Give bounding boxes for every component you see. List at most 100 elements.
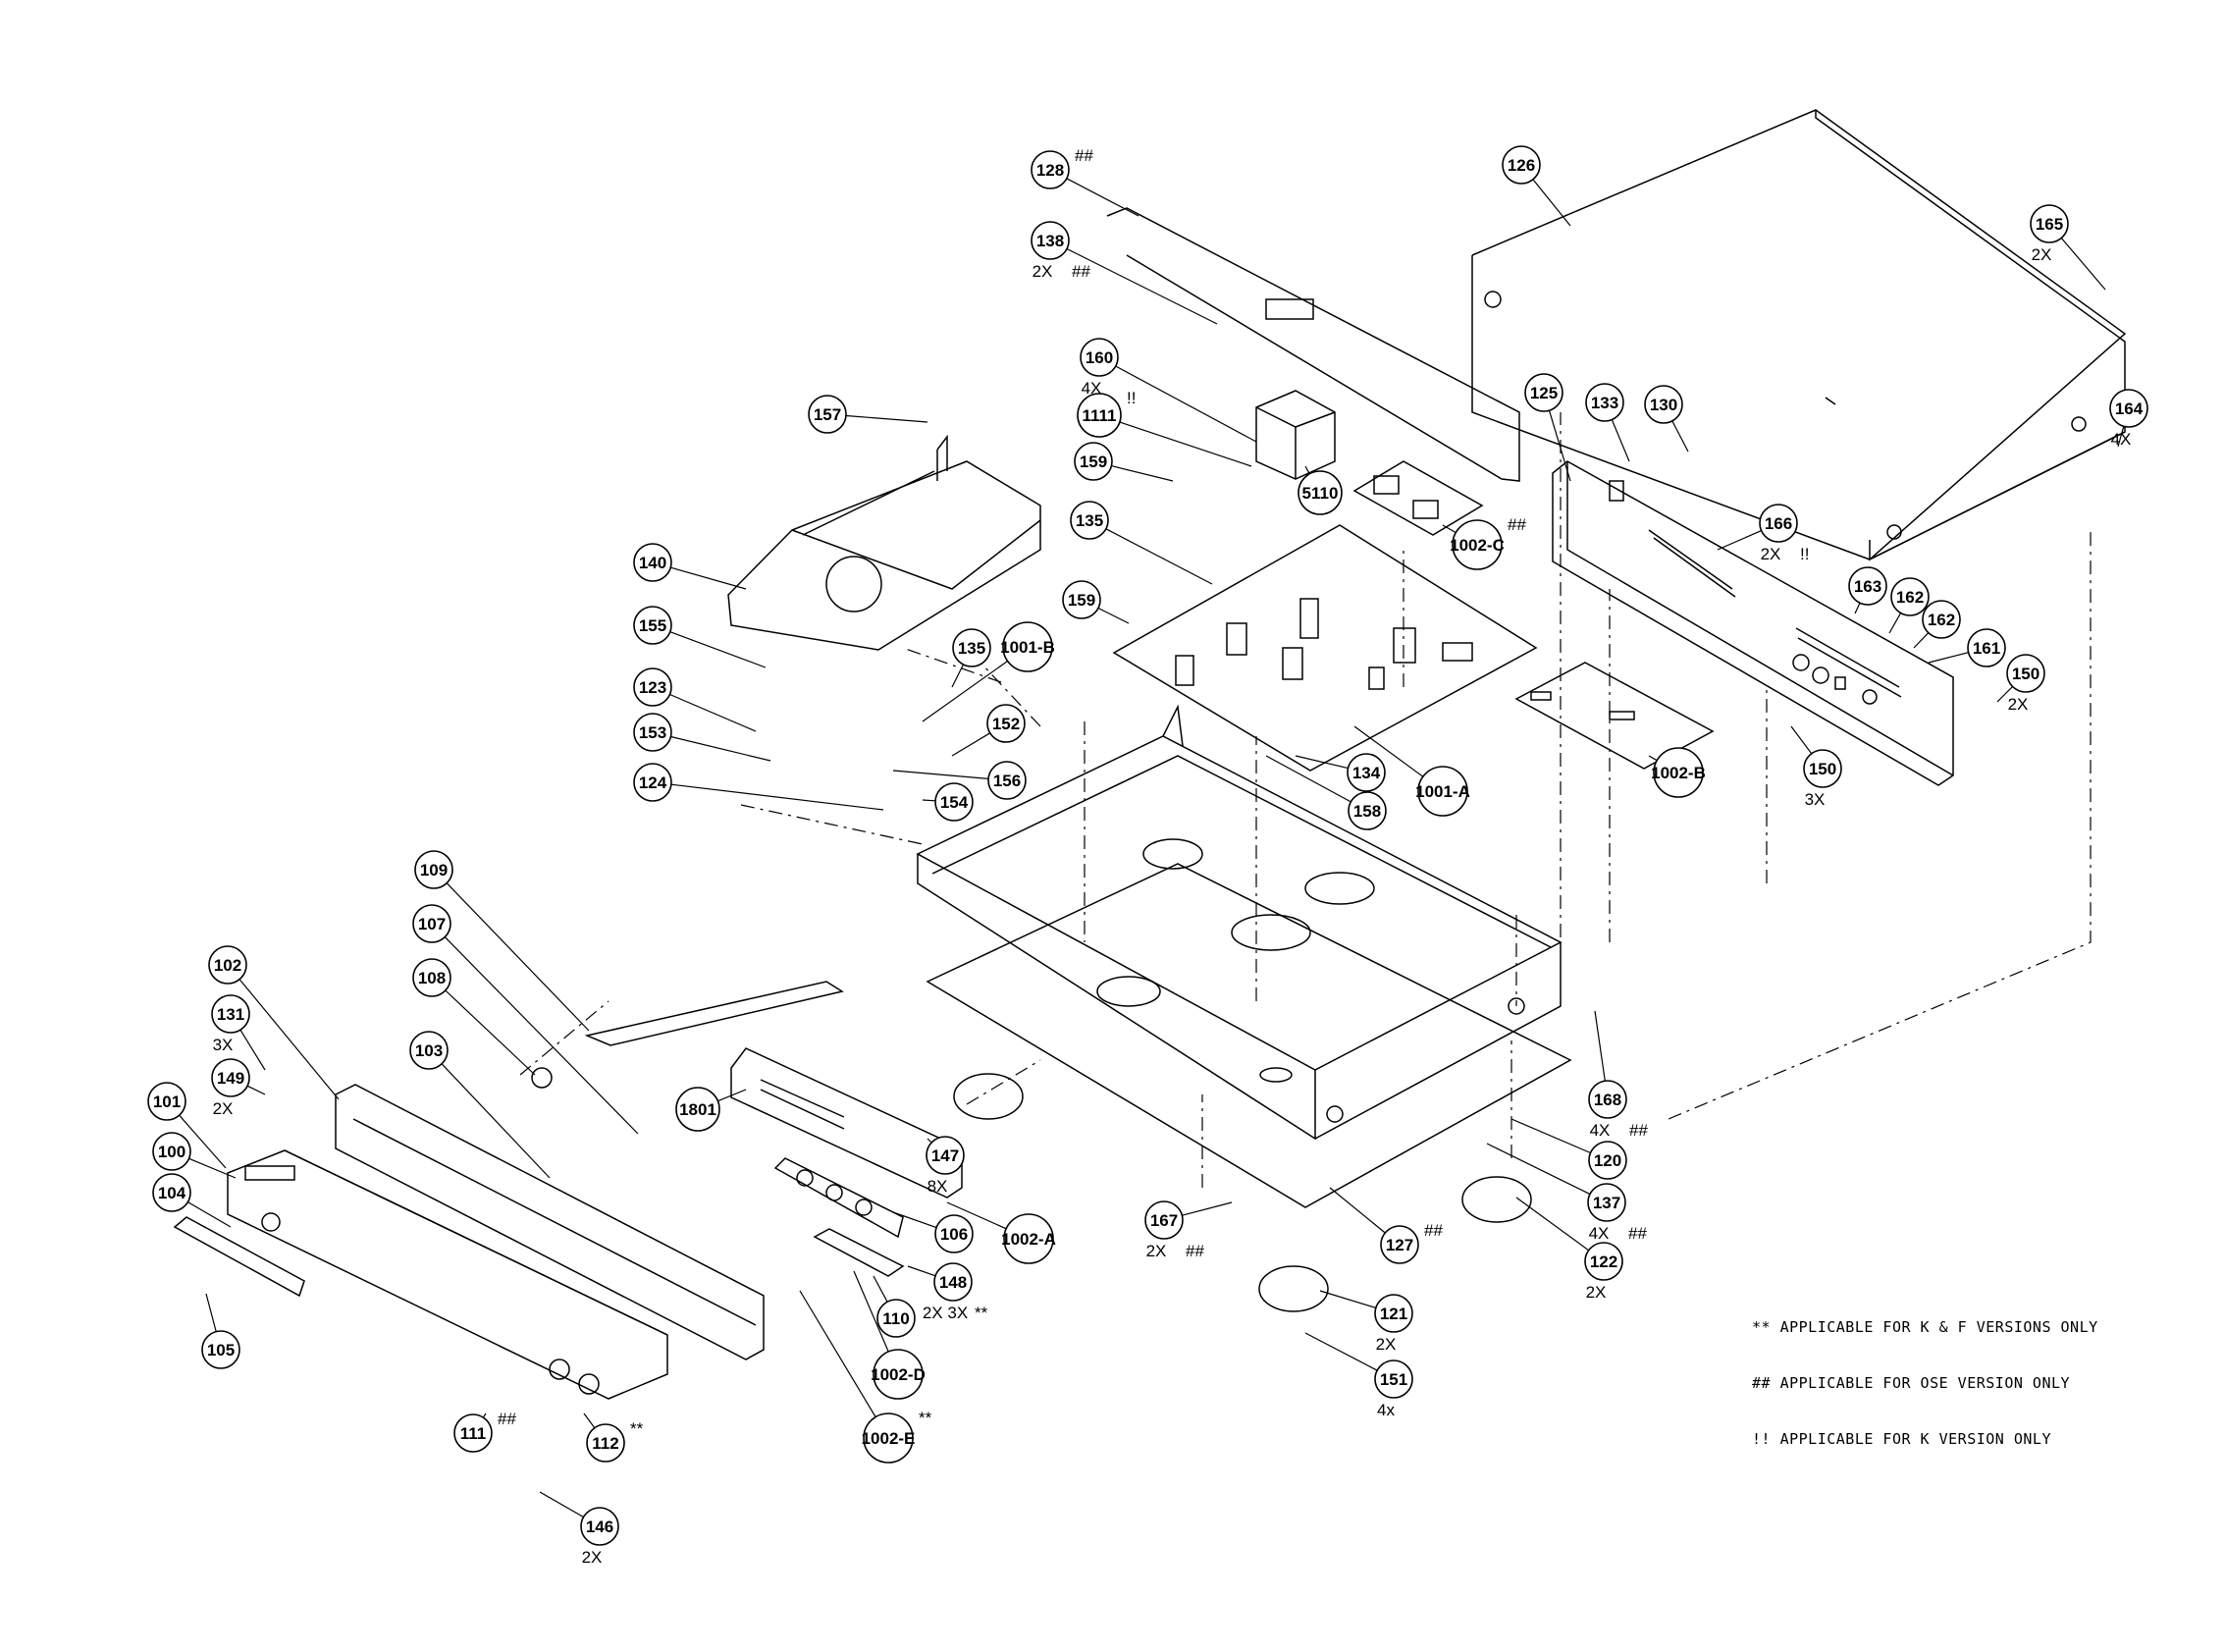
callout-106: 106 <box>892 1211 974 1253</box>
callout-1002-C: 1002-C## <box>1442 515 1526 570</box>
callout-108: 108 <box>412 958 536 1076</box>
part-number: 1002-E <box>862 1429 916 1448</box>
callout-circle <box>633 543 672 582</box>
callout-111: 111## <box>453 1410 516 1453</box>
leader-line <box>1913 632 1930 649</box>
part-number: 158 <box>1353 802 1381 821</box>
callout-circle <box>876 1299 916 1338</box>
part-number: 121 <box>1380 1305 1407 1323</box>
callout-circle <box>453 1413 493 1453</box>
callout-circle <box>1890 577 1930 616</box>
part-number: 1002-A <box>1001 1230 1056 1249</box>
legend: ** APPLICABLE FOR K & F VERSIONS ONLY ##… <box>1752 1281 2098 1486</box>
leader-line <box>583 1412 596 1429</box>
part-number: 106 <box>940 1225 968 1244</box>
leader-line <box>951 732 991 757</box>
pcb-1002-a <box>773 1157 904 1239</box>
version-note: ## <box>1628 1224 1647 1243</box>
leader-line <box>2117 426 2125 448</box>
callout-153: 153 <box>633 713 771 762</box>
callout-circle <box>208 945 247 985</box>
part-number: 157 <box>814 405 841 424</box>
callout-112: 112** <box>583 1412 644 1463</box>
leader-line <box>892 770 989 779</box>
callout-162a: 162 <box>1888 577 1930 634</box>
callout-circle <box>211 994 250 1034</box>
leader-line <box>187 1201 232 1228</box>
leader-line <box>1115 365 1257 443</box>
callout-circle <box>1588 1141 1627 1180</box>
callout-circle <box>1587 1183 1626 1222</box>
leader-line <box>1097 607 1130 624</box>
part-number: 124 <box>639 773 667 792</box>
leader-line <box>1928 652 1969 664</box>
callout-circle <box>1077 393 1122 438</box>
quantity-label: 2X <box>582 1548 603 1567</box>
quantity-label: 2X <box>1761 545 1781 563</box>
leader-line <box>441 1063 551 1179</box>
callout-circle <box>633 763 672 802</box>
callout-162b: 162 <box>1913 600 1961 649</box>
callout-circle <box>1644 385 1683 424</box>
callout-circle <box>808 395 847 434</box>
quantity-label: 4X <box>1082 379 1102 398</box>
display-window-102 <box>335 1084 765 1360</box>
callout-circle <box>2006 654 2045 693</box>
assembly-lines <box>519 412 2092 1188</box>
part-number: 5110 <box>1302 484 1339 503</box>
part-number: 167 <box>1150 1211 1178 1230</box>
leader-line <box>1515 1197 1590 1252</box>
quantity-label: 4X <box>1590 1121 1611 1140</box>
leader-line <box>239 1029 266 1071</box>
callout-circle <box>1380 1225 1419 1264</box>
callout-1801: 1801 <box>675 1087 747 1132</box>
callout-152: 152 <box>951 704 1026 757</box>
callout-133: 133 <box>1585 383 1630 462</box>
callout-circle <box>952 628 991 667</box>
callout-circle <box>1584 1242 1623 1281</box>
leader-line <box>1532 179 1571 227</box>
leader-line <box>1304 465 1310 475</box>
part-number: 128 <box>1036 161 1064 180</box>
callout-100: 100 <box>152 1132 237 1179</box>
callout-circle <box>412 904 451 943</box>
part-number: 107 <box>418 915 446 933</box>
front-panel-100 <box>227 1149 668 1400</box>
part-number: 165 <box>2036 215 2063 234</box>
callout-154: 154 <box>922 782 974 822</box>
callouts: 101102100103104105106107108109110111##11… <box>147 145 2148 1567</box>
bezel-101 <box>173 1216 305 1298</box>
quantity-label: 2X <box>1146 1242 1167 1260</box>
callout-127: 127## <box>1329 1187 1443 1264</box>
callout-110: 110 <box>873 1275 916 1338</box>
callout-1002-A: 1002-A <box>946 1201 1056 1264</box>
leader-line <box>238 979 340 1100</box>
callout-126: 126 <box>1502 145 1571 227</box>
part-number: 152 <box>992 715 1020 733</box>
callout-161: 161 <box>1928 628 2006 667</box>
leader-line <box>1486 1143 1591 1196</box>
callout-circle <box>1922 600 1961 639</box>
part-number: 1801 <box>679 1100 716 1119</box>
part-number: 135 <box>1076 511 1103 530</box>
part-number: 156 <box>993 772 1021 790</box>
callout-1002-D: 1002-D <box>853 1270 926 1400</box>
part-number: 122 <box>1590 1252 1617 1271</box>
pcb-1002-b <box>1514 662 1715 770</box>
bracket-128 <box>1106 207 1520 482</box>
leader-line <box>1329 1187 1386 1234</box>
version-note: ## <box>1508 515 1526 534</box>
version-note: !! <box>1800 545 1809 563</box>
leader-line <box>444 936 639 1135</box>
callout-105: 105 <box>201 1293 240 1369</box>
quantity-label: 2X 3X <box>923 1304 968 1322</box>
part-number: 162 <box>1896 588 1924 607</box>
leader-line <box>179 1114 227 1169</box>
leader-line <box>1066 247 1218 325</box>
